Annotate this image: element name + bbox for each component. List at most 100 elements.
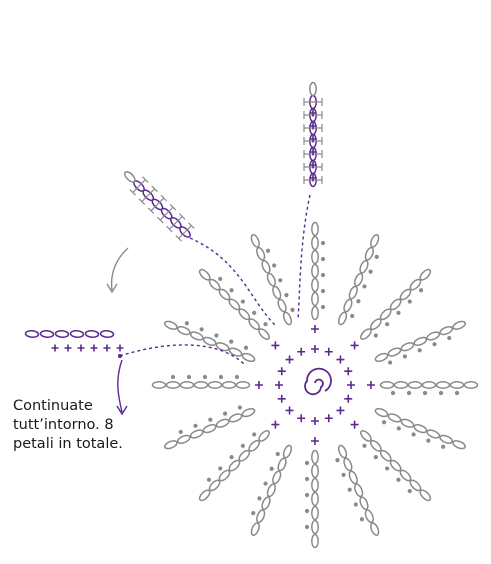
spoke-chain — [337, 311, 348, 325]
spoke-chain — [353, 272, 364, 286]
double-crochet — [185, 223, 194, 232]
slip-stitch — [362, 284, 366, 288]
petal-chain — [70, 330, 83, 337]
spoke-chain — [312, 465, 318, 478]
spoke-chain — [228, 347, 242, 358]
petal-tip — [123, 170, 137, 184]
spoke-chain — [452, 439, 466, 450]
single-crochet — [255, 381, 263, 389]
spoke-chain — [312, 493, 318, 506]
spoke-chain — [439, 325, 453, 336]
slip-stitch — [187, 375, 191, 379]
spoke-chain — [198, 488, 212, 502]
petal-chain — [55, 330, 68, 337]
single-crochet — [311, 417, 319, 425]
slip-stitch — [321, 241, 325, 245]
spoke-chain — [198, 268, 212, 282]
spoke-chain — [342, 457, 353, 471]
slip-stitch — [305, 509, 309, 513]
spoke-chain — [177, 434, 191, 445]
spoke-chain — [437, 382, 450, 388]
slip-stitch — [272, 263, 276, 267]
spoke-chain — [312, 265, 318, 278]
double-crochet — [139, 195, 148, 204]
instruction-note: Continuate tutt’intorno. 8 petali in tot… — [13, 397, 163, 454]
spoke-chain — [164, 320, 178, 331]
slip-stitch — [396, 478, 400, 482]
slip-stitch — [350, 314, 354, 318]
spoke-chain — [153, 382, 166, 388]
petal-chain — [85, 330, 98, 337]
slip-stitch — [241, 299, 245, 303]
slip-stitch — [257, 496, 261, 500]
slip-stitch — [388, 360, 392, 364]
spoke-chain — [250, 234, 261, 248]
note-line-3: petali in totale. — [13, 435, 163, 454]
single-crochet — [336, 356, 344, 364]
slip-stitch — [408, 299, 412, 303]
spoke-chain — [337, 444, 348, 458]
spoke-chain — [423, 382, 436, 388]
single-crochet — [278, 395, 286, 403]
spoke-chain — [426, 331, 440, 342]
single-crochet — [367, 381, 375, 389]
spoke-chain — [195, 382, 208, 388]
slip-stitch — [439, 391, 443, 395]
petal-chain — [40, 330, 53, 337]
note-line-2: tutt’intorno. 8 — [13, 416, 163, 435]
slip-stitch — [419, 288, 423, 292]
petal-chain — [25, 330, 38, 337]
spoke-chain — [312, 535, 318, 548]
slip-stitch — [348, 488, 352, 492]
slip-stitch — [411, 432, 415, 436]
dashed-path — [120, 345, 245, 365]
single-crochet — [275, 381, 283, 389]
spoke-chain — [164, 439, 178, 450]
spoke-chain — [312, 507, 318, 520]
slip-stitch — [252, 311, 256, 315]
double-crochet — [148, 204, 157, 213]
slip-stitch — [369, 270, 373, 274]
slip-stitch — [374, 455, 378, 459]
center-motif — [255, 325, 375, 445]
slip-stitch — [426, 439, 430, 443]
slip-stitch — [219, 375, 223, 379]
single-crochet — [336, 406, 344, 414]
spoke-chain — [312, 237, 318, 250]
slip-stitch — [193, 424, 197, 428]
slip-stitch — [200, 327, 204, 331]
spoke-chain — [241, 352, 255, 363]
spoke-chain — [181, 382, 194, 388]
single-crochet — [104, 345, 111, 352]
single-crochet — [65, 345, 72, 352]
spoke-chain — [202, 423, 216, 434]
slip-stitch — [266, 249, 270, 253]
slip-stitch — [284, 293, 288, 297]
spoke-chain — [400, 341, 414, 352]
slip-stitch — [455, 391, 459, 395]
single-crochet — [286, 356, 294, 364]
arrow-line — [112, 248, 128, 290]
spoke-chain — [400, 418, 414, 429]
single-crochet — [351, 341, 359, 349]
slip-stitch — [229, 340, 233, 344]
spoke-chain — [215, 418, 229, 429]
spoke-chain — [261, 496, 272, 510]
double-crochet — [167, 223, 176, 232]
single-crochet — [91, 345, 98, 352]
double-crochet — [157, 214, 166, 223]
slip-stitch — [321, 305, 325, 309]
slip-stitch — [374, 333, 378, 337]
spoke-chain — [359, 496, 370, 510]
single-crochet — [344, 367, 352, 375]
note-line-1: Continuate — [13, 397, 163, 416]
double-crochet — [139, 177, 148, 186]
slip-stitch — [203, 375, 207, 379]
double-crochet — [130, 186, 139, 195]
spoke-chain — [177, 325, 191, 336]
slip-stitch — [290, 308, 294, 312]
spoke-chain — [312, 251, 318, 264]
spoke-chain — [364, 247, 375, 261]
slip-stitch — [335, 458, 339, 462]
slip-stitch — [341, 473, 345, 477]
